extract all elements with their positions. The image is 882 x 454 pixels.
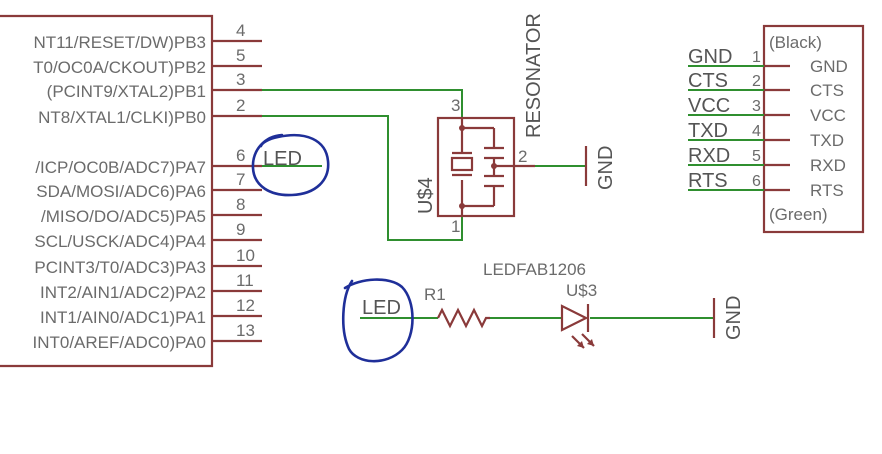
ftdi-pin-row: GND 1 GND <box>688 46 848 76</box>
resistor-r1: R1 <box>424 285 490 329</box>
hand-drawn-circle-mcu-led <box>251 133 330 197</box>
resistor-zigzag <box>437 307 490 329</box>
mcu-pin-number: 4 <box>236 21 245 40</box>
resonator-pin-2: 2 <box>518 147 527 166</box>
ftdi-net-label: RTS <box>688 170 728 192</box>
resistor-ref: R1 <box>424 285 446 304</box>
gnd-symbol-resonator: GND <box>584 146 617 190</box>
ftdi-pin-name: TXD <box>810 131 844 150</box>
mcu-pin-list: 4NT11/RESET/DW)PB35T0/OC0A/CKOUT)PB23(PC… <box>32 21 262 352</box>
led-value: LEDFAB1206 <box>483 260 586 279</box>
ftdi-pin-name: RXD <box>810 156 846 175</box>
led-ref: U$3 <box>566 281 597 300</box>
resonator-name: RESONATOR <box>523 13 545 138</box>
ftdi-pin-row: CTS 2 CTS <box>688 70 844 100</box>
mcu-pin-name: INT0/AREF/ADC0)PA0 <box>32 333 206 352</box>
mcu-pin-number: 10 <box>236 246 255 265</box>
resonator-gnd-label: GND <box>595 146 617 190</box>
mcu-pin-number: 13 <box>236 321 255 340</box>
ftdi-pin-number: 4 <box>752 123 761 140</box>
ftdi-pin-number: 5 <box>752 148 761 165</box>
ftdi-top-label: (Black) <box>769 33 822 52</box>
ftdi-net-label: CTS <box>688 70 728 92</box>
led-triangle <box>560 304 589 332</box>
mcu-pin-name: /MISO/DO/ADC5)PA5 <box>41 207 206 226</box>
mcu-pin-number: 5 <box>236 46 245 65</box>
ftdi-body <box>762 24 865 234</box>
crystal-element <box>450 156 474 172</box>
wires <box>262 89 714 319</box>
ftdi-pin-number: 1 <box>752 49 761 66</box>
mcu-pin-name: T0/OC0A/CKOUT)PB2 <box>33 58 206 77</box>
mcu-pin-number: 7 <box>236 170 245 189</box>
gnd-symbol-led: GND <box>712 296 745 340</box>
ftdi-pin-name: RTS <box>810 181 844 200</box>
mcu-led-net-label: LED <box>263 148 302 170</box>
mcu-pin-row: 5T0/OC0A/CKOUT)PB2 <box>33 46 262 77</box>
resonator-pin-1: 1 <box>451 217 460 236</box>
mcu-pin-row: 3 (PCINT9/XTAL2)PB1 <box>47 70 262 101</box>
mcu-pin-number: 3 <box>236 70 245 89</box>
ftdi-net-label: GND <box>688 46 732 68</box>
mcu-pin-name: /ICP/OC0B/ADC7)PA7 <box>35 158 206 177</box>
ftdi-pin-row: VCC 3 VCC <box>688 95 846 125</box>
mcu-pin-name: INT2/AIN1/ADC2)PA2 <box>40 283 206 302</box>
ftdi-pin-row: RTS 6 RTS <box>688 170 844 200</box>
ftdi-pin-number: 2 <box>752 73 761 90</box>
ftdi-net-label: TXD <box>688 120 728 142</box>
mcu-pin-name: SCL/USCK/ADC4)PA4 <box>34 232 206 251</box>
mcu-pin-row: 8/MISO/DO/ADC5)PA5 <box>41 195 262 226</box>
mcu-pin-row: 6/ICP/OC0B/ADC7)PA7 <box>35 146 262 177</box>
mcu-pin-name: (PCINT9/XTAL2)PB1 <box>47 82 206 101</box>
mcu-pin-name: SDA/MOSI/ADC6)PA6 <box>36 182 206 201</box>
led-net-label: LED <box>362 297 401 319</box>
mcu-pin-name: INT1/AIN0/ADC1)PA1 <box>40 308 206 327</box>
ftdi-pin-name: VCC <box>810 106 846 125</box>
ftdi-pin-name: GND <box>810 57 848 76</box>
mcu-pin-number: 11 <box>236 271 254 290</box>
led-gnd-label: GND <box>723 296 745 340</box>
ftdi-pin-name: CTS <box>810 81 844 100</box>
mcu-pin-number: 2 <box>236 96 245 115</box>
mcu-pin-name: NT11/RESET/DW)PB3 <box>33 33 206 52</box>
ftdi-pin-row: RXD 5 RXD <box>688 145 846 175</box>
resonator-ref: U$4 <box>415 177 437 214</box>
mcu-pin-number: 8 <box>236 195 245 214</box>
mcu-pin-name: PCINT3/T0/ADC3)PA3 <box>34 258 206 277</box>
hand-drawn-circle-led <box>341 278 414 363</box>
ftdi-pin-number: 6 <box>752 173 761 190</box>
microcontroller: 4NT11/RESET/DW)PB35T0/OC0A/CKOUT)PB23(PC… <box>0 14 262 368</box>
led-u3: LEDFAB1206 U$3 <box>483 260 597 349</box>
wire-pb1-resonator <box>262 89 463 118</box>
ftdi-net-label: RXD <box>688 145 730 167</box>
mcu-pin-number: 9 <box>236 220 245 239</box>
mcu-pin-number: 6 <box>236 146 245 165</box>
wire-pb0-resonator <box>262 115 463 241</box>
resonator-pin-3: 3 <box>451 96 460 115</box>
mcu-pin-number: 12 <box>236 296 255 315</box>
mcu-pin-name: NT8/XTAL1/CLKI)PB0 <box>38 108 206 127</box>
ftdi-net-label: VCC <box>688 95 730 117</box>
ftdi-pin-number: 3 <box>752 98 761 115</box>
ftdi-pin-row: TXD 4 TXD <box>688 120 844 150</box>
ftdi-bottom-label: (Green) <box>769 205 828 224</box>
resonator: 3 2 1 RESONATOR U$4 <box>415 13 545 236</box>
